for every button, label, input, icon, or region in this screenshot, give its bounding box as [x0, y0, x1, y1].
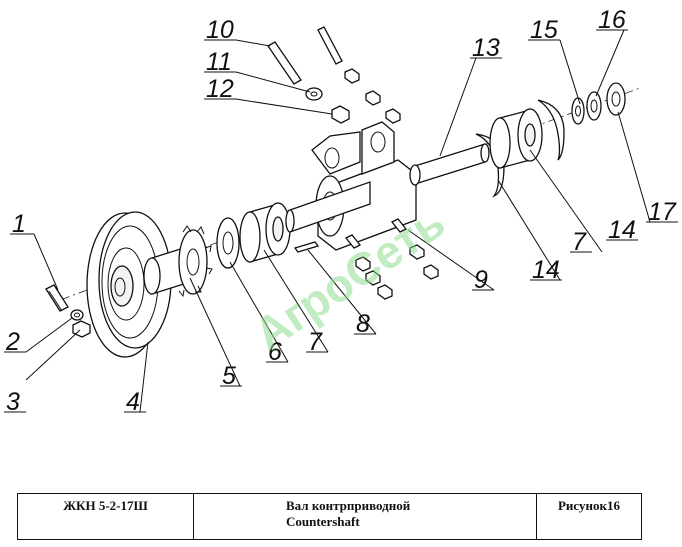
- part-8-key: [293, 241, 320, 253]
- part-1-bolt: [45, 284, 69, 312]
- part-11-washer: [305, 87, 323, 101]
- drawing-name-en: Countershaft: [286, 514, 360, 529]
- callout-15: 15: [530, 16, 558, 44]
- exploded-assembly-drawing: 1 2 3 4 5 6 7 8 9 10 11 12 13 14 14 7 15…: [4, 6, 678, 416]
- part-2-washer-hole: [74, 312, 80, 318]
- part-16-lock-washer: [586, 91, 602, 121]
- callout-5: 5: [222, 362, 236, 390]
- title-block: ЖКН 5-2-17Ш Вал контрприводной Countersh…: [17, 493, 642, 540]
- part-6-spacer-washer: [216, 217, 240, 269]
- callout-9: 9: [474, 266, 488, 294]
- callout-11: 11: [206, 48, 232, 76]
- callout-1: 1: [12, 210, 26, 238]
- callout-12: 12: [206, 75, 234, 103]
- part-15-washer: [571, 97, 585, 125]
- figure-number: Рисунок16: [557, 498, 620, 513]
- callout-6: 6: [268, 338, 282, 366]
- part-7-bearing-right: [489, 108, 543, 169]
- part-4-pulley: [86, 211, 172, 358]
- callout-8: 8: [356, 310, 370, 338]
- callout-2: 2: [5, 328, 20, 356]
- part-2-washer: [70, 309, 84, 321]
- callout-14-lower: 14: [532, 256, 560, 284]
- callout-7-left: 7: [308, 328, 323, 356]
- drawing-code: ЖКН 5-2-17Ш: [18, 494, 194, 539]
- part-5-sprocket: [143, 225, 213, 298]
- part-12-nut: [331, 105, 350, 124]
- part-13-shaft: [285, 143, 490, 233]
- callout-16: 16: [598, 6, 626, 34]
- callout-10: 10: [206, 16, 234, 44]
- part-17-nut: [606, 82, 626, 116]
- drawing-name: Вал контрприводной Countershaft: [194, 494, 537, 539]
- part-14-circlip-right: [537, 99, 565, 161]
- callout-underlines: [4, 29, 678, 413]
- callout-4: 4: [126, 388, 140, 416]
- leader-lines: [25, 29, 651, 413]
- part-10-stud: [267, 41, 302, 85]
- drawing-name-ru: Вал контрприводной: [286, 498, 411, 513]
- part-7-bearing-left: [239, 202, 291, 263]
- callout-7-right: 7: [572, 228, 587, 256]
- callout-17: 17: [648, 198, 677, 226]
- housing-fasteners: [317, 26, 439, 300]
- callout-13: 13: [472, 34, 500, 62]
- callout-14-upper: 14: [608, 216, 636, 244]
- callout-3: 3: [6, 388, 20, 416]
